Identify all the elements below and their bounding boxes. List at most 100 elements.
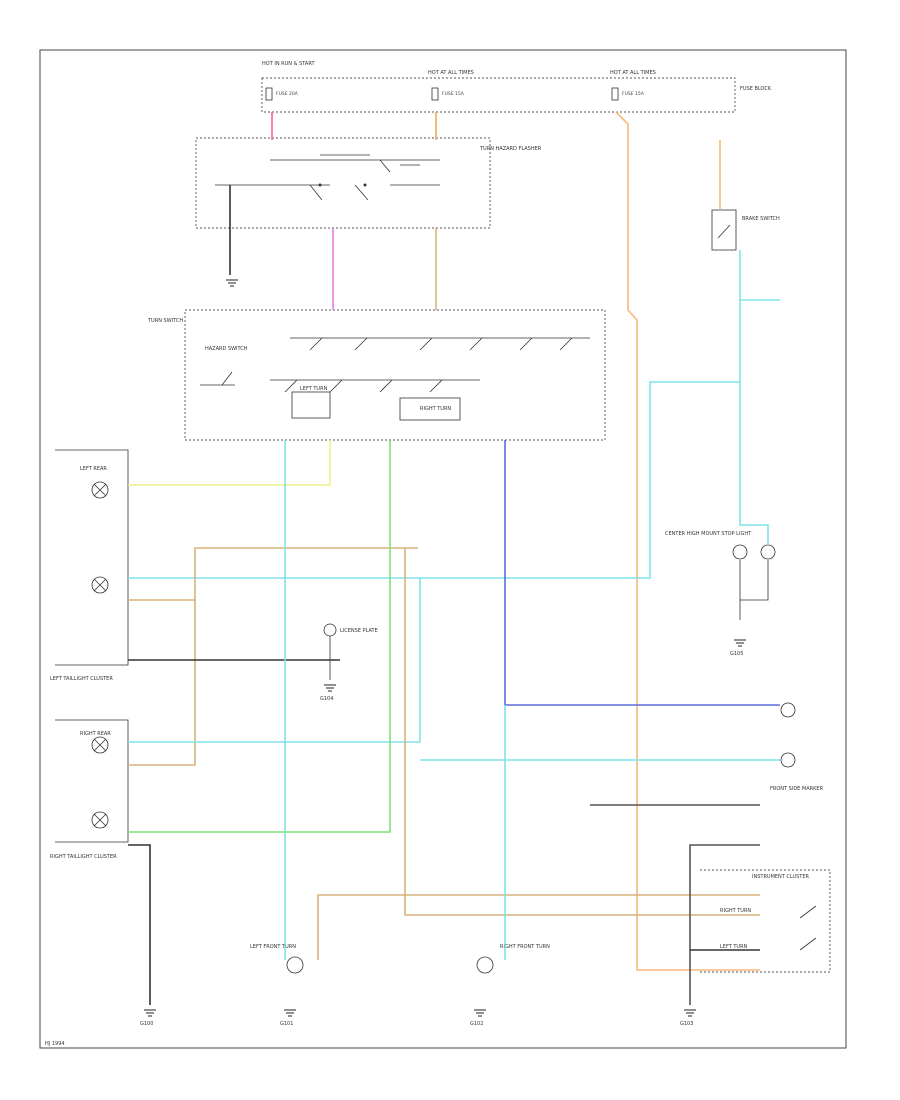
right-tail-bulb-filament bbox=[93, 738, 107, 752]
ground-symbol-2 bbox=[284, 1009, 296, 1017]
flasher-contacts bbox=[270, 154, 440, 173]
label-front-side-marker: FRONT SIDE MARKER bbox=[770, 786, 824, 792]
ground-symbol-1 bbox=[144, 1009, 156, 1017]
label-right-turn: RIGHT TURN bbox=[420, 406, 451, 412]
label-ground-4: G103 bbox=[680, 1021, 693, 1027]
wire-darkblue-side-marker bbox=[504, 440, 780, 706]
brake-switch-body bbox=[711, 209, 737, 251]
label-fuse-block: FUSE BLOCK bbox=[740, 86, 772, 92]
label-right-turn-ind: RIGHT TURN bbox=[720, 908, 751, 914]
wire-tan-front-turn bbox=[317, 894, 760, 960]
ground-symbol-6 bbox=[734, 639, 746, 647]
wire-tan-right-turn-run bbox=[404, 548, 760, 916]
left-turn-contact-group bbox=[291, 391, 331, 419]
license-plate-light: LICENSE PLATE bbox=[323, 623, 378, 680]
center-stop-ground-wire bbox=[739, 560, 769, 620]
label-left-tail-cluster: LEFT TAILLIGHT CLUSTER bbox=[50, 676, 113, 682]
front-turn-lamps: LEFT FRONT TURN RIGHT FRONT TURN FRONT S… bbox=[250, 702, 824, 974]
wire-yellow-left-turn bbox=[128, 440, 331, 486]
label-left-turn: LEFT TURN bbox=[300, 386, 328, 392]
ground-symbol-7 bbox=[226, 279, 238, 287]
brake-switch-contact bbox=[717, 224, 731, 239]
label-hazard-switch: HAZARD SWITCH bbox=[205, 346, 248, 352]
right-turn-bulb-filament bbox=[93, 813, 107, 827]
label-instrument-cluster: INSTRUMENT CLUSTER bbox=[752, 874, 810, 880]
ground-symbol-4 bbox=[684, 1009, 696, 1017]
wire-tan-left-tail bbox=[128, 547, 418, 601]
wire-orange-stop-feed bbox=[615, 111, 760, 971]
label-center-hi-stop: CENTER HIGH MOUNT STOP LIGHT bbox=[665, 531, 752, 537]
center-stop-light: CENTER HIGH MOUNT STOP LIGHT bbox=[665, 531, 776, 620]
flasher-box-outline bbox=[195, 137, 491, 229]
left-side-marker-bulb bbox=[780, 752, 796, 768]
wire-grey-cluster-ground bbox=[689, 844, 760, 1005]
right-side-marker-bulb bbox=[780, 702, 796, 718]
fuse-stop-label: FUSE 15A bbox=[622, 91, 645, 97]
wire-green-right-turn bbox=[128, 440, 391, 833]
center-stop-bulb-2 bbox=[760, 544, 776, 560]
ground-symbol-3 bbox=[474, 1009, 486, 1017]
left-tail-bulb-filament bbox=[93, 578, 107, 592]
label-ground-3: G102 bbox=[470, 1021, 483, 1027]
right-turn-contact-group bbox=[399, 397, 461, 421]
license-bulb bbox=[323, 623, 337, 637]
fuse-stop bbox=[611, 87, 619, 101]
left-tail-bulb bbox=[91, 576, 109, 594]
label-right-tail-cluster: RIGHT TAILLIGHT CLUSTER bbox=[50, 854, 117, 860]
fuse-block-outline bbox=[261, 77, 736, 113]
label-ground-6: G105 bbox=[730, 651, 743, 657]
brake-switch: BRAKE SWITCH bbox=[711, 209, 780, 251]
right-turn-bulb bbox=[91, 811, 109, 829]
fuse-turn bbox=[265, 87, 273, 101]
flasher-node-2 bbox=[363, 183, 367, 187]
label-left-turn-ind: LEFT TURN bbox=[720, 944, 748, 950]
label-left-front-turn: LEFT FRONT TURN bbox=[250, 944, 296, 950]
left-turn-bulb bbox=[91, 481, 109, 499]
switch-box-outline bbox=[184, 309, 606, 441]
wire-tan-tail-run bbox=[128, 600, 196, 766]
wire-black-right-cluster-ground bbox=[128, 844, 151, 1005]
switch-contacts-mid bbox=[284, 379, 443, 393]
left-turn-bulb-filament bbox=[93, 483, 107, 497]
label-right-front-turn: RIGHT FRONT TURN bbox=[500, 944, 550, 950]
right-cluster-bracket bbox=[55, 719, 129, 843]
label-hot-all-times-1: HOT AT ALL TIMES bbox=[428, 70, 474, 76]
switch-contacts-top bbox=[309, 337, 573, 351]
wire-lightblue-brake-out bbox=[739, 250, 769, 545]
fuse-turn-label: FUSE 20A bbox=[276, 91, 299, 97]
label-brake-switch: BRAKE SWITCH bbox=[742, 216, 780, 222]
flasher-switch-lines bbox=[215, 184, 440, 201]
turn-hazard-switch-module: TURN SWITCH HAZARD SWITCH LEFT TURN RIGH… bbox=[147, 309, 606, 441]
wire-layer bbox=[128, 111, 780, 1005]
label-ground-1: G100 bbox=[140, 1021, 153, 1027]
instrument-cluster: INSTRUMENT CLUSTER RIGHT TURN LEFT TURN bbox=[700, 869, 831, 973]
instrument-cluster-outline bbox=[700, 869, 831, 973]
left-taillight-cluster: LEFT TAILLIGHT CLUSTER LEFT REAR bbox=[50, 449, 129, 682]
label-license-plate: LICENSE PLATE bbox=[340, 628, 378, 634]
right-front-turn-bulb bbox=[476, 956, 494, 974]
label-ground-2: G101 bbox=[280, 1021, 293, 1027]
left-cluster-bracket bbox=[55, 449, 129, 666]
label-left-rear: LEFT REAR bbox=[80, 466, 107, 472]
hazard-contact bbox=[200, 371, 235, 386]
wire-lightblue-right-tail bbox=[128, 578, 421, 743]
left-front-turn-bulb bbox=[286, 956, 304, 974]
indicator-contacts bbox=[799, 905, 817, 951]
flasher-node-1 bbox=[318, 183, 322, 187]
label-right-rear: RIGHT REAR bbox=[80, 731, 111, 737]
right-tail-bulb bbox=[91, 736, 109, 754]
center-stop-bulb-1 bbox=[732, 544, 748, 560]
footer-code: HJ 1994 bbox=[45, 1041, 65, 1047]
power-sources: HOT IN RUN & START HOT AT ALL TIMES HOT … bbox=[261, 61, 772, 113]
grounds: G100 G101 G102 G103 G104 G105 bbox=[140, 279, 746, 1027]
right-taillight-cluster: RIGHT TAILLIGHT CLUSTER RIGHT REAR bbox=[50, 719, 129, 860]
diagram-frame bbox=[39, 49, 847, 1049]
hazard-flasher-module: TURN HAZARD FLASHER bbox=[195, 137, 542, 229]
fuse-hazard-label: FUSE 15A bbox=[442, 91, 465, 97]
label-hot-all-times-2: HOT AT ALL TIMES bbox=[610, 70, 656, 76]
label-ground-5: G104 bbox=[320, 696, 333, 702]
label-hazard-flasher: TURN HAZARD FLASHER bbox=[479, 146, 542, 152]
fuse-hazard bbox=[431, 87, 439, 101]
label-hot-run: HOT IN RUN & START bbox=[262, 61, 315, 67]
label-turn-switch: TURN SWITCH bbox=[147, 318, 183, 324]
